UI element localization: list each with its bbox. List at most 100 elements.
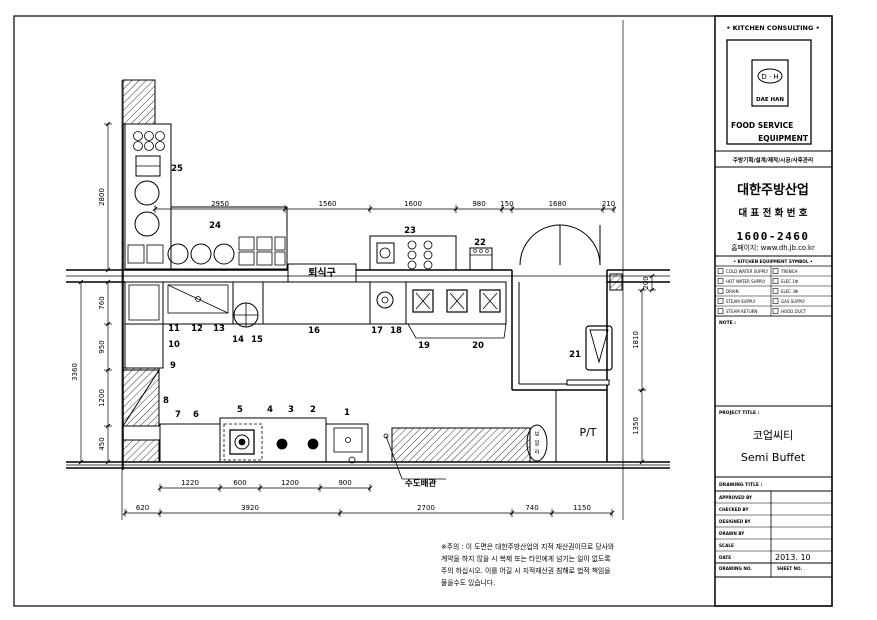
notice-line-2: 계약을 하지 않을 시 복제 또는 타인에게 넘기는 일이 없도록 xyxy=(441,554,611,563)
drawing-title-label: DRAWING TITLE : xyxy=(719,482,762,488)
dimension-label: 1200 xyxy=(281,479,299,487)
item-number-2: 2 xyxy=(310,405,316,415)
fse-line-2: EQUIPMENT xyxy=(758,134,809,143)
dimension-label: 1350 xyxy=(632,417,640,435)
dimension-label: 980 xyxy=(472,200,485,208)
symbol-header: • KITCHEN EQUIPMENT SYMBOL • xyxy=(733,259,813,264)
symbol-label: DRAIN xyxy=(726,289,739,294)
item-number-7: 7 xyxy=(175,410,181,420)
symbol-label: COLD WATER SUPPLY xyxy=(726,269,769,274)
symbol-label: ELEC 1Φ xyxy=(781,279,798,284)
item-number-13: 13 xyxy=(213,324,225,334)
dimension-label: 620 xyxy=(136,504,149,512)
project-title-label: PROJECT TITLE : xyxy=(719,410,760,416)
info-row-label: DRAWN BY xyxy=(719,531,745,536)
item-number-1: 1 xyxy=(344,408,350,418)
info-row-label: SCALE xyxy=(719,543,734,548)
symbol-label: HOOD DUCT xyxy=(781,309,806,314)
dimension-label: 2700 xyxy=(417,504,435,512)
water-pipe-label: 수도배관 xyxy=(405,478,436,489)
copyright-notice: ※주의 : 이 도면은 대한주방산업의 지적 재산권이므로 당사와 계약을 하지… xyxy=(441,542,615,587)
dimension-label: 1600 xyxy=(404,200,422,208)
item-number-25: 25 xyxy=(171,164,183,174)
pt-label: P/T xyxy=(579,426,596,439)
logo-oval xyxy=(757,68,783,84)
info-row-value: 2013. 10 xyxy=(775,553,811,562)
dimension-label: 1150 xyxy=(573,504,591,512)
drawing-no-label: DRAWING NO. xyxy=(719,566,752,571)
item-number-10: 10 xyxy=(168,340,180,350)
phone-label: 대 표 전 화 번 호 xyxy=(739,207,808,219)
item-number-20: 20 xyxy=(472,341,484,351)
item-number-21: 21 xyxy=(569,350,581,360)
dimension-label: 1220 xyxy=(181,479,199,487)
sheet-no-label: SHEET NO. xyxy=(777,566,803,571)
title-block-frame xyxy=(714,15,833,607)
item-number-3: 3 xyxy=(288,405,294,415)
company-header: • KITCHEN CONSULTING • xyxy=(726,24,819,32)
dimension-label: 600 xyxy=(233,479,246,487)
item-number-17: 17 xyxy=(371,326,383,336)
symbol-label: STEAM RETURN xyxy=(726,309,757,314)
item-number-6: 6 xyxy=(193,410,199,420)
symbol-label: HOT WATER SUPPLY xyxy=(726,279,766,284)
notice-line-3: 주의 하십시오. 이를 어길 시 지적재산권 침해로 법적 책임을 xyxy=(441,566,611,575)
column-right xyxy=(609,273,623,291)
symbol-label: ELEC 3Φ xyxy=(781,289,798,294)
info-row-label: DATE xyxy=(719,555,731,560)
dimension-label: 2950 xyxy=(211,200,229,208)
fse-line-1: FOOD SERVICE xyxy=(731,121,793,130)
info-row-label: CHECKED BY xyxy=(719,507,750,512)
item-number-22: 22 xyxy=(474,238,486,248)
item-number-8: 8 xyxy=(163,396,169,406)
phone-number: 1600-2460 xyxy=(736,230,809,243)
dimension-label: 950 xyxy=(98,340,106,353)
title-block: • KITCHEN CONSULTING • D · H DAE HAN FOO… xyxy=(715,24,832,578)
symbol-label: STEAM SUPPLY xyxy=(726,299,756,304)
item-number-9: 9 xyxy=(170,361,176,371)
note-label: NOTE : xyxy=(719,320,736,326)
notice-line-1: ※주의 : 이 도면은 대한주방산업의 지적 재산권이므로 당사와 xyxy=(441,542,615,551)
dimension-label: 3920 xyxy=(241,504,259,512)
item-number-16: 16 xyxy=(308,326,320,336)
services-line: 주방기획/설계/제작/시공/사후관리 xyxy=(733,156,813,164)
dimension-label: 210 xyxy=(602,200,615,208)
logo-emblem xyxy=(751,59,789,107)
info-table: APPROVED BY CHECKED BY DESIGNED BY DRAWN BY… xyxy=(715,495,832,564)
company-name: 대한주방산업 xyxy=(737,182,809,198)
item-number-19: 19 xyxy=(418,341,430,351)
info-row-label: APPROVED BY xyxy=(719,495,753,500)
logo-box xyxy=(726,39,812,145)
column-sign-label-2: 알 xyxy=(534,439,539,447)
homepage: 홈페이지: www.dh.jb.co.kr xyxy=(731,243,815,252)
item-number-14: 14 xyxy=(232,335,244,345)
dimension-label: 2800 xyxy=(98,188,106,206)
return-counter-label: 퇴식구 xyxy=(308,266,336,279)
item-number-18: 18 xyxy=(390,326,402,336)
info-row-label: DESIGNED BY xyxy=(719,519,752,524)
item-number-23: 23 xyxy=(404,226,416,236)
dimension-label: 1810 xyxy=(632,331,640,349)
column-top-left xyxy=(122,79,156,125)
item-number-5: 5 xyxy=(237,405,243,415)
dimension-label: 150 xyxy=(500,200,513,208)
item-number-24: 24 xyxy=(209,221,221,231)
column-sign-label-3: 라 xyxy=(534,448,539,456)
dimension-label: 1560 xyxy=(319,200,337,208)
hatched-counter xyxy=(391,427,531,463)
column-bottom-left xyxy=(122,439,160,463)
item-number-12: 12 xyxy=(191,324,203,334)
dimension-label: 1680 xyxy=(549,200,567,208)
project-sub: Semi Buffet xyxy=(741,451,806,464)
dimension-label: 3360 xyxy=(71,363,79,381)
dimension-label: 1200 xyxy=(98,389,106,407)
column-sign-label: 보 xyxy=(534,431,539,438)
dimension-label: 900 xyxy=(338,479,351,487)
floor-plan: P/T 보 알 라 퇴식구 xyxy=(66,20,670,520)
dimension-label: 200 xyxy=(642,276,650,289)
item-number-4: 4 xyxy=(267,405,273,415)
